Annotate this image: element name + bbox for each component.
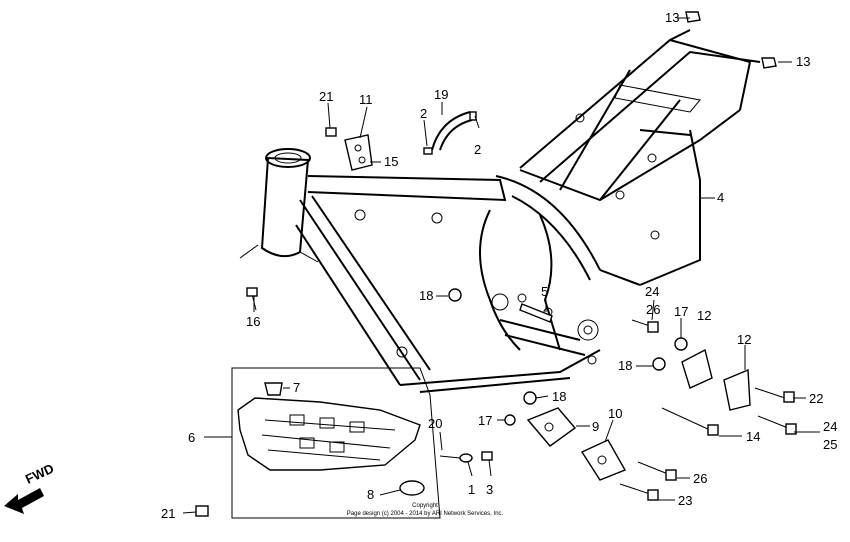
callout-3: 3: [486, 482, 493, 497]
callout-21-bottom: 21: [161, 506, 175, 521]
callout-13-top: 13: [665, 10, 679, 25]
callout-15: 15: [384, 154, 398, 169]
callout-18-center: 18: [419, 288, 433, 303]
clips-2: [423, 111, 477, 155]
bolt-21-top: [325, 127, 337, 137]
callout-10: 10: [608, 406, 622, 421]
callout-1: 1: [468, 482, 475, 497]
callout-5: 5: [541, 284, 548, 299]
leader-lines: [182, 17, 820, 514]
callout-11: 11: [359, 92, 373, 107]
bolts-26-24-17: [448, 288, 688, 426]
callout-18-bottom: 18: [552, 389, 566, 404]
bolts-22-14-24-26-23: [619, 387, 797, 501]
callout-labels: 13 13 4 21 11 19 2 2 15 16 18 5 24 26 17…: [161, 10, 837, 521]
skid-plate-group: [195, 367, 441, 519]
plates-9-10: [526, 407, 627, 481]
brackets-12: [681, 348, 751, 411]
callout-25: 25: [823, 437, 837, 452]
fwd-label: FWD: [23, 461, 56, 487]
bolt-16: [246, 287, 258, 311]
callout-22: 22: [809, 391, 823, 406]
callout-23: 23: [678, 493, 692, 508]
callout-2-right: 2: [474, 142, 481, 157]
callout-21-top: 21: [319, 89, 333, 104]
plate-11: [344, 134, 373, 171]
callout-6: 6: [188, 430, 195, 445]
fwd-arrow: FWD: [4, 461, 56, 514]
callout-16: 16: [246, 314, 260, 329]
callout-17-center: 17: [478, 413, 492, 428]
callout-8: 8: [367, 487, 374, 502]
callout-12-right: 12: [737, 332, 751, 347]
callout-9: 9: [592, 419, 599, 434]
callout-2-left: 2: [420, 106, 427, 121]
copyright-line-2: Page design (c) 2004 - 2014 by ARI Netwo…: [347, 511, 504, 517]
callout-26-upper: 26: [646, 302, 660, 317]
collar-5: [519, 303, 553, 323]
callout-24-lower: 24: [823, 419, 837, 434]
nut-13: [685, 11, 777, 69]
collar-1-bolt-3-bolt-20: [439, 451, 493, 463]
callout-24-upper: 24: [645, 284, 659, 299]
hose-19: [431, 111, 473, 151]
callout-14: 14: [746, 429, 760, 444]
callout-19: 19: [434, 87, 448, 102]
callout-26-lower: 26: [693, 471, 707, 486]
callout-4: 4: [717, 190, 724, 205]
callout-7: 7: [293, 380, 300, 395]
copyright-notice: Copyright Page design (c) 2004 - 2014 by…: [347, 503, 504, 517]
callout-17-right: 17: [674, 304, 688, 319]
copyright-line-1: Copyright: [412, 503, 438, 509]
callout-20: 20: [428, 416, 442, 431]
callout-18-right: 18: [618, 358, 632, 373]
callout-12-left: 12: [697, 308, 711, 323]
frame-body: [239, 29, 761, 393]
callout-13-right: 13: [796, 54, 810, 69]
